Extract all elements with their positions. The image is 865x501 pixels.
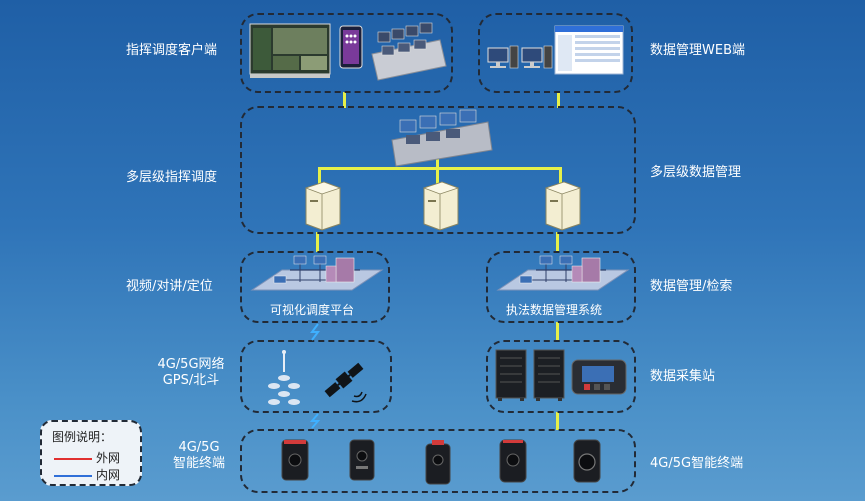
desktop-computer-icon xyxy=(487,45,519,69)
connector-tree-bar xyxy=(318,167,562,170)
collect-box xyxy=(486,340,636,413)
legend-title: 图例说明： xyxy=(52,430,113,444)
satellite-signal-icon xyxy=(353,391,363,398)
body-camera-icon xyxy=(499,439,527,483)
web-dashboard-icon xyxy=(554,25,624,75)
visual-platform-caption: 可视化调度平台 xyxy=(270,303,355,317)
label-network: 4G/5G网络 GPS/北斗 xyxy=(150,357,232,389)
server-icon xyxy=(304,181,342,231)
label-terminal-left-line2: 智能终端 xyxy=(172,456,225,471)
connector-tree-mid xyxy=(436,167,439,185)
connector-client-down xyxy=(343,92,346,108)
body-camera-icon xyxy=(425,440,451,485)
terminal-box xyxy=(240,429,636,493)
law-system-caption: 执法数据管理系统 xyxy=(506,303,603,317)
collection-rack-icon xyxy=(495,349,527,401)
label-terminal-right: 4G/5G智能终端 xyxy=(650,456,744,471)
control-console-icon xyxy=(371,22,447,81)
label-multi-data: 多层级数据管理 xyxy=(650,165,742,180)
collection-rack-icon xyxy=(533,349,565,401)
base-station-icon xyxy=(268,350,300,405)
label-client: 指挥调度客户端 xyxy=(126,43,218,58)
label-collect: 数据采集站 xyxy=(650,369,716,384)
body-camera-icon xyxy=(281,439,309,481)
legend: 图例说明： 外网 内网 xyxy=(40,420,142,486)
connector-collect-terminal xyxy=(556,412,559,430)
web-box xyxy=(478,13,633,93)
server-icon xyxy=(422,181,460,231)
desktop-computer-icon xyxy=(521,45,553,69)
visual-platform-box xyxy=(240,251,390,323)
client-box xyxy=(240,13,453,93)
mobile-phone-icon xyxy=(339,25,363,69)
label-network-line2: GPS/北斗 xyxy=(162,373,220,388)
legend-external-row: 外网 xyxy=(54,449,120,466)
legend-internal-label: 内网 xyxy=(96,468,121,482)
connector-tree-right xyxy=(559,167,562,185)
legend-external-line xyxy=(54,457,92,460)
legend-external-label: 外网 xyxy=(96,451,121,465)
wireless-signal-icon xyxy=(310,323,320,341)
server-icon xyxy=(544,181,582,231)
connector-mid-right-down xyxy=(556,232,559,252)
label-web: 数据管理WEB端 xyxy=(650,43,745,58)
connector-tree-left xyxy=(318,167,321,185)
command-center-console-icon xyxy=(391,109,493,167)
dashboard-screen-icon xyxy=(249,23,331,78)
network-platform-icon xyxy=(250,255,384,291)
connector-search-collect xyxy=(556,322,559,342)
network-box xyxy=(240,340,392,413)
connector-mid-left-down xyxy=(316,232,319,252)
portable-collector-icon xyxy=(571,359,627,395)
legend-internal-line xyxy=(54,474,92,477)
body-camera-icon xyxy=(349,439,375,481)
legend-internal-row: 内网 xyxy=(54,466,120,483)
wireless-signal-icon xyxy=(309,413,321,429)
connector-web-down xyxy=(557,92,560,108)
connector-tree-stem xyxy=(436,152,439,168)
label-network-line1: 4G/5G网络 xyxy=(157,357,225,372)
label-terminal-left-line1: 4G/5G xyxy=(178,440,220,455)
law-system-box xyxy=(486,251,636,323)
satellite-icon xyxy=(324,362,364,398)
network-platform-icon xyxy=(496,255,630,291)
label-data-search: 数据管理/检索 xyxy=(650,279,733,294)
label-terminal-left: 4G/5G 智能终端 xyxy=(164,440,234,472)
label-multi-cmd: 多层级指挥调度 xyxy=(126,170,218,185)
label-video: 视频/对讲/定位 xyxy=(126,279,213,294)
multi-level-box xyxy=(240,106,636,234)
body-camera-icon xyxy=(573,439,601,483)
